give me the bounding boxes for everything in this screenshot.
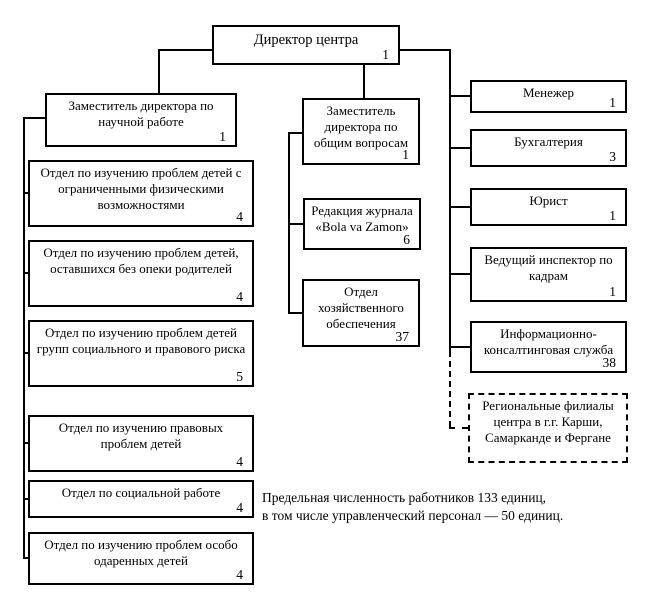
box-accounting-label: Бухгалтерия	[514, 134, 583, 149]
connector-director-right	[400, 49, 451, 51]
box-dept-gifted-label: Отдел по изучению проблем особо одаренны…	[44, 537, 238, 568]
connector-stub-hr	[451, 273, 470, 275]
connector-stub-legal	[25, 442, 30, 444]
box-deputy-science-label: Заместитель директора по научной работе	[68, 98, 214, 129]
box-accounting-count: 3	[609, 149, 616, 165]
box-hr-inspector: Ведущий инспектор по кадрам 1	[470, 247, 627, 302]
connector-stub-regional-dashed	[449, 427, 468, 429]
connector-stub-disabled	[25, 192, 30, 194]
box-lawyer-count: 1	[609, 208, 616, 224]
box-consulting-label: Информационно-консалтинговая служба	[483, 326, 614, 357]
box-dept-risk-count: 5	[236, 369, 243, 385]
connector-stub-risk	[25, 352, 30, 354]
box-consulting-count: 38	[602, 355, 617, 371]
box-director-label: Директор центра	[253, 32, 359, 48]
box-deputy-general-label: Заместитель директора по общим вопросам	[313, 103, 409, 150]
box-dept-risk: Отдел по изучению проблем детей групп со…	[28, 320, 254, 387]
box-regional-branches: Региональные филиалы центра в г.г. Карши…	[468, 393, 628, 463]
box-deputy-general-count: 1	[402, 147, 409, 163]
connector-stub-deputy-science	[23, 117, 45, 119]
connector-stub-accounting	[451, 147, 470, 149]
box-dept-orphans: Отдел по изучению проблем детей, оставши…	[28, 240, 254, 307]
box-household-label: Отдел хозяйственного обеспечения	[318, 284, 404, 331]
box-dept-legal-label: Отдел по изучению правовых проблем детей	[58, 420, 224, 451]
connector-stub-lawyer	[451, 206, 470, 208]
box-dept-risk-label: Отдел по изучению проблем детей групп со…	[36, 325, 246, 356]
connector-left-spine	[23, 117, 25, 559]
connector-stub-social	[25, 498, 30, 500]
connector-stub-orphans	[25, 272, 30, 274]
connector-stub-household	[288, 312, 302, 314]
staff-note-line2: в том числе управленческий персонал — 50…	[262, 508, 564, 524]
box-dept-disabled-label: Отдел по изучению проблем детей с ограни…	[40, 165, 242, 212]
box-dept-legal-count: 4	[236, 454, 243, 470]
box-director: Директор центра 1	[212, 25, 400, 65]
box-journal: Редакция журнала «Bola va Zamon» 6	[303, 198, 421, 250]
box-deputy-science-count: 1	[219, 129, 226, 145]
connector-director-left	[158, 49, 212, 51]
box-journal-label: Редакция журнала «Bola va Zamon»	[311, 203, 413, 234]
box-dept-legal: Отдел по изучению правовых проблем детей…	[28, 415, 254, 472]
box-dept-social-label: Отдел по социальной работе	[61, 485, 221, 500]
box-hr-inspector-count: 1	[609, 284, 616, 300]
box-manager-count: 1	[609, 95, 616, 111]
box-manager: Менежер 1	[470, 80, 627, 113]
box-dept-orphans-count: 4	[236, 289, 243, 305]
box-dept-gifted: Отдел по изучению проблем особо одаренны…	[28, 532, 254, 585]
box-household: Отдел хозяйственного обеспечения 37	[302, 279, 420, 347]
box-deputy-science: Заместитель директора по научной работе …	[45, 93, 237, 147]
box-dept-disabled-count: 4	[236, 209, 243, 225]
connector-stub-consulting	[451, 346, 470, 348]
box-regional-branches-label: Региональные филиалы центра в г.г. Карши…	[482, 398, 614, 445]
box-manager-label: Менежер	[523, 85, 574, 100]
box-journal-count: 6	[403, 232, 410, 248]
connector-stub-manager	[451, 95, 470, 97]
connector-stub-gifted	[25, 557, 30, 559]
box-accounting: Бухгалтерия 3	[470, 129, 627, 167]
connector-left-drop	[158, 49, 160, 93]
box-dept-gifted-count: 4	[236, 567, 243, 583]
connector-stub-deputy-general	[288, 132, 302, 134]
box-dept-orphans-label: Отдел по изучению проблем детей, оставши…	[43, 245, 239, 276]
connector-right-spine-dashed	[449, 351, 451, 427]
box-director-count: 1	[382, 47, 389, 63]
box-dept-disabled: Отдел по изучению проблем детей с ограни…	[28, 160, 254, 227]
staff-note: Предельная численность работников 133 ед…	[262, 489, 602, 525]
box-lawyer: Юрист 1	[470, 188, 627, 226]
connector-stub-journal	[288, 223, 303, 225]
box-household-count: 37	[395, 329, 410, 345]
connector-right-spine	[449, 49, 451, 351]
box-hr-inspector-label: Ведущий инспектор по кадрам	[484, 252, 613, 283]
connector-middle-drop	[363, 65, 365, 98]
box-lawyer-label: Юрист	[529, 193, 568, 208]
box-dept-social: Отдел по социальной работе 4	[28, 480, 254, 518]
staff-note-line1: Предельная численность работников 133 ед…	[262, 490, 547, 505]
box-consulting: Информационно-консалтинговая служба 38	[470, 321, 627, 373]
box-deputy-general: Заместитель директора по общим вопросам …	[302, 98, 420, 165]
box-dept-social-count: 4	[236, 500, 243, 516]
